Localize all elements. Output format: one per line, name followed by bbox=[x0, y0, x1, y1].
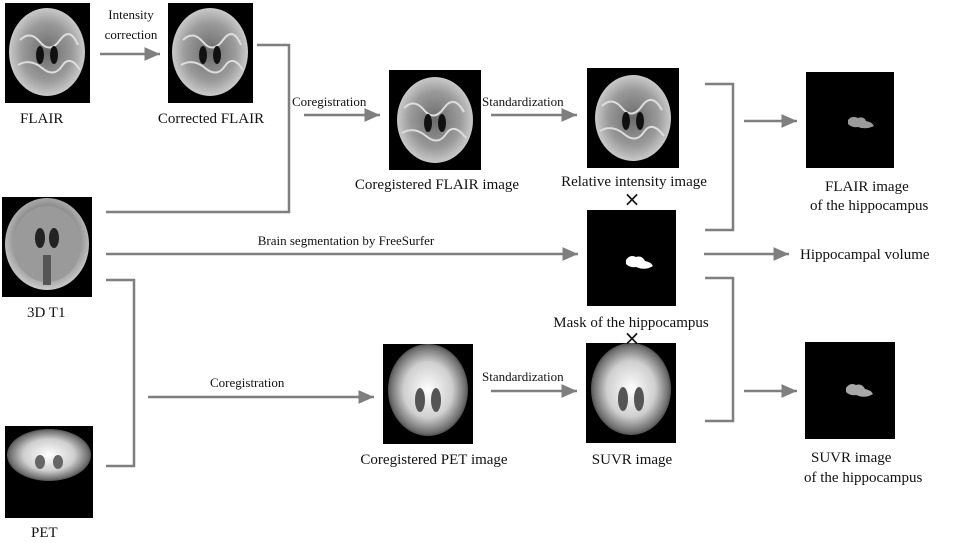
label-intensity-correction-1: Intensity bbox=[108, 7, 154, 22]
label-suvr-hippocampus-2: of the hippocampus bbox=[804, 470, 923, 486]
label-corrected-flair: Corrected FLAIR bbox=[157, 111, 265, 127]
label-suvr: SUVR image bbox=[591, 452, 673, 468]
suvr-hippocampus-image bbox=[805, 342, 895, 439]
label-hippocampal-volume: Hippocampal volume bbox=[800, 247, 930, 263]
mask-image bbox=[587, 210, 676, 306]
bracket-t1-pet bbox=[106, 278, 136, 468]
label-flair: FLAIR bbox=[20, 111, 64, 127]
multiply-symbol-top: × bbox=[623, 187, 641, 211]
coregistered-pet-image bbox=[383, 344, 473, 444]
label-relative-intensity: Relative intensity image bbox=[561, 174, 707, 190]
coregistered-flair-image bbox=[389, 70, 481, 170]
label-t1: 3D T1 bbox=[27, 305, 66, 321]
label-standardization-top: Standardization bbox=[482, 94, 564, 109]
relative-intensity-image bbox=[587, 68, 679, 168]
label-suvr-hippocampus-1: SUVR image bbox=[811, 450, 892, 466]
bracket-corrected-t1 bbox=[106, 43, 291, 214]
corrected-flair-image bbox=[168, 3, 253, 103]
flair-image bbox=[5, 3, 90, 103]
label-flair-hippocampus-1: FLAIR image bbox=[825, 179, 909, 195]
label-standardization-bottom: Standardization bbox=[482, 369, 564, 384]
label-brain-segmentation: Brain segmentation by FreeSurfer bbox=[257, 233, 435, 248]
label-coregistered-flair: Coregistered FLAIR image bbox=[354, 177, 520, 193]
multiply-symbol-bottom: × bbox=[623, 326, 641, 350]
label-intensity-correction-2: correction bbox=[104, 27, 158, 42]
bracket-mask-suvr bbox=[705, 276, 735, 423]
label-mask: Mask of the hippocampus bbox=[553, 315, 709, 331]
t1-image bbox=[2, 197, 92, 297]
flair-hippocampus-image bbox=[806, 72, 894, 168]
label-pet: PET bbox=[31, 525, 58, 541]
label-coregistered-pet: Coregistered PET image bbox=[360, 452, 508, 468]
label-coregistration-top: Coregistration bbox=[292, 94, 367, 109]
bracket-flair-mask bbox=[705, 82, 735, 232]
label-flair-hippocampus-2: of the hippocampus bbox=[810, 198, 929, 214]
label-coregistration-bottom: Coregistration bbox=[210, 375, 285, 390]
suvr-image bbox=[586, 343, 676, 443]
pet-image bbox=[5, 426, 93, 518]
